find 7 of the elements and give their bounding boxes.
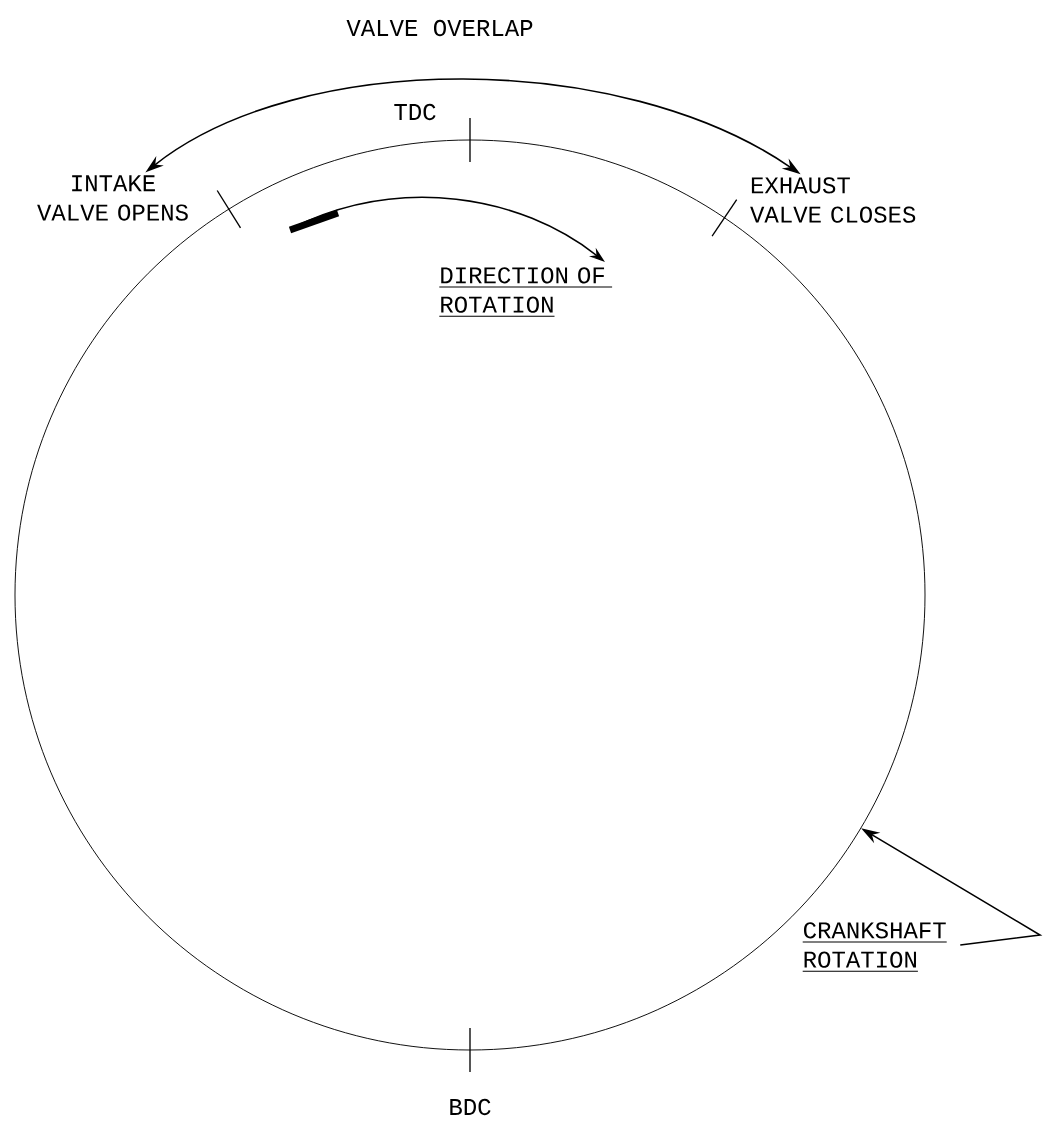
timing-label: EXHAUST VALVE CLOSES xyxy=(750,177,916,223)
edge-label: VALVE OVERLAP xyxy=(346,19,533,37)
timing-label: INTAKE VALVE OPENS xyxy=(37,175,188,221)
timing-label: CRANKSHAFT ROTATION xyxy=(802,922,948,972)
position-label: TDC xyxy=(394,103,436,121)
caption-text: DIRECTION OF ROTATION xyxy=(438,267,613,317)
position-label: BDC xyxy=(450,1098,491,1116)
